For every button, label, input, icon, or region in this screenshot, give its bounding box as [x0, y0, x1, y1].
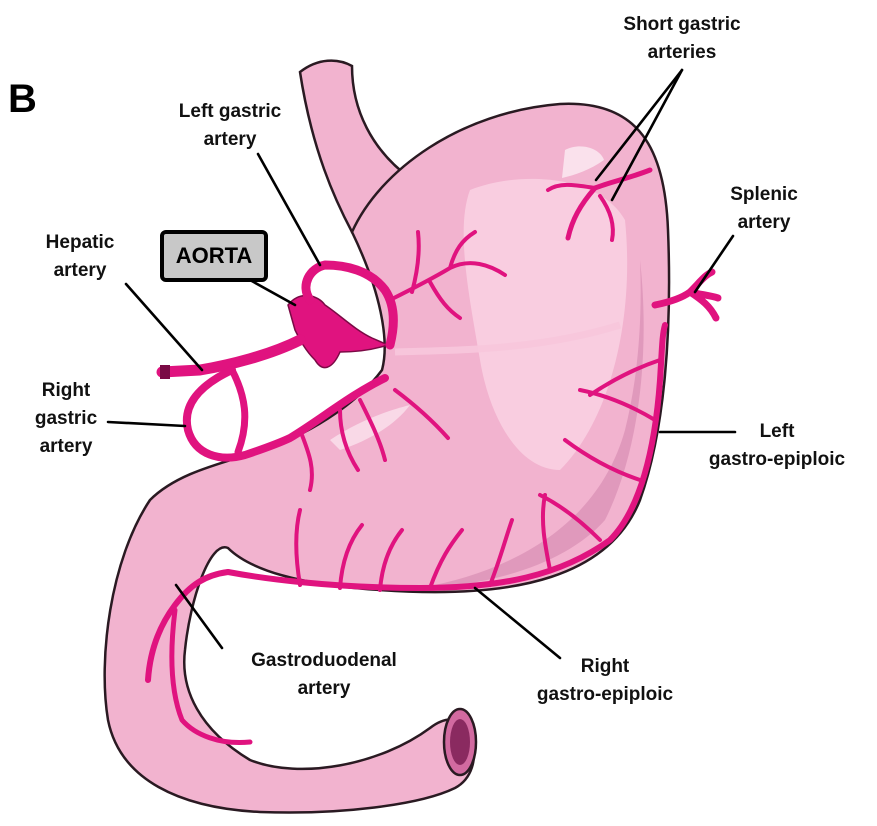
celiac-trunk: [288, 296, 388, 368]
label-hepatic-1: Hepatic: [46, 232, 115, 253]
panel-letter: B: [8, 77, 37, 121]
label-splenic-2: artery: [738, 212, 791, 233]
aorta-label-box: AORTA: [162, 232, 266, 280]
label-hepatic-2: artery: [54, 260, 107, 281]
label-right-gastro-epiploic-2: gastro-epiploic: [537, 684, 674, 705]
label-right-gastro-epiploic-1: Right: [581, 656, 630, 677]
leader-right-gastric: [108, 422, 185, 426]
label-left-gastro-epiploic-2: gastro-epiploic: [709, 449, 846, 470]
hepatic-stub: [160, 365, 170, 379]
label-short-gastric-1: Short gastric: [623, 14, 741, 35]
label-right-gastric-1: Right: [42, 380, 91, 401]
duodenal-lumen: [450, 719, 470, 765]
leader-right-gastro-epiploic: [475, 588, 560, 658]
label-right-gastric-3: artery: [40, 436, 93, 457]
leader-splenic: [695, 236, 733, 292]
aorta-text: AORTA: [176, 243, 253, 268]
label-left-gastric-1: Left gastric: [179, 101, 282, 122]
label-left-gastric-2: artery: [204, 129, 257, 150]
leader-hepatic: [126, 284, 202, 370]
right-gastric-inner: [232, 370, 245, 452]
label-gastroduodenal-1: Gastroduodenal: [251, 650, 397, 671]
label-gastroduodenal-2: artery: [298, 678, 351, 699]
label-splenic-1: Splenic: [730, 184, 798, 205]
label-left-gastro-epiploic-1: Left: [760, 421, 796, 442]
leader-aorta: [250, 280, 295, 305]
label-short-gastric-2: arteries: [648, 42, 717, 63]
label-right-gastric-2: gastric: [35, 408, 98, 429]
